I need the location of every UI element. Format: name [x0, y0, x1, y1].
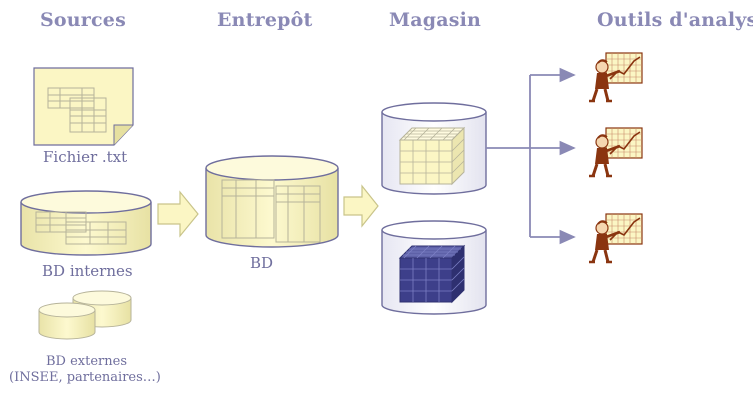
label-bd-externes: BD externes	[46, 354, 128, 369]
label-bd: BD	[250, 254, 274, 272]
magasin-dark-cube-cylinder-icon	[381, 220, 487, 315]
bd-externes-cylinders-icon	[38, 290, 132, 340]
analyst-bottom-icon	[587, 212, 644, 264]
olap-cube-light-icon	[398, 126, 466, 186]
analyst-middle-icon	[587, 126, 644, 178]
block-arrow-entrepot-to-magasin-icon	[343, 184, 379, 228]
column-title-sources: Sources	[40, 9, 126, 31]
column-title-entrepot: Entrepôt	[217, 9, 313, 31]
olap-cube-dark-icon	[398, 244, 466, 304]
block-arrow-sources-to-entrepot-icon	[157, 190, 199, 238]
magasin-light-cube-cylinder-icon	[381, 102, 487, 195]
entrepot-bd-cylinder-icon	[205, 155, 339, 248]
label-bd-externes-detail: (INSEE, partenaires…)	[9, 370, 161, 385]
bd-internes-cylinder-icon	[20, 190, 152, 256]
analyst-top-icon	[587, 51, 644, 103]
column-title-magasin: Magasin	[389, 9, 482, 31]
label-bd-internes: BD internes	[42, 262, 133, 280]
label-fichier-txt: Fichier .txt	[43, 148, 128, 166]
connector-arrows	[486, 67, 576, 245]
column-title-outils: Outils d'analyse	[597, 9, 753, 31]
file-txt-icon	[33, 67, 134, 146]
